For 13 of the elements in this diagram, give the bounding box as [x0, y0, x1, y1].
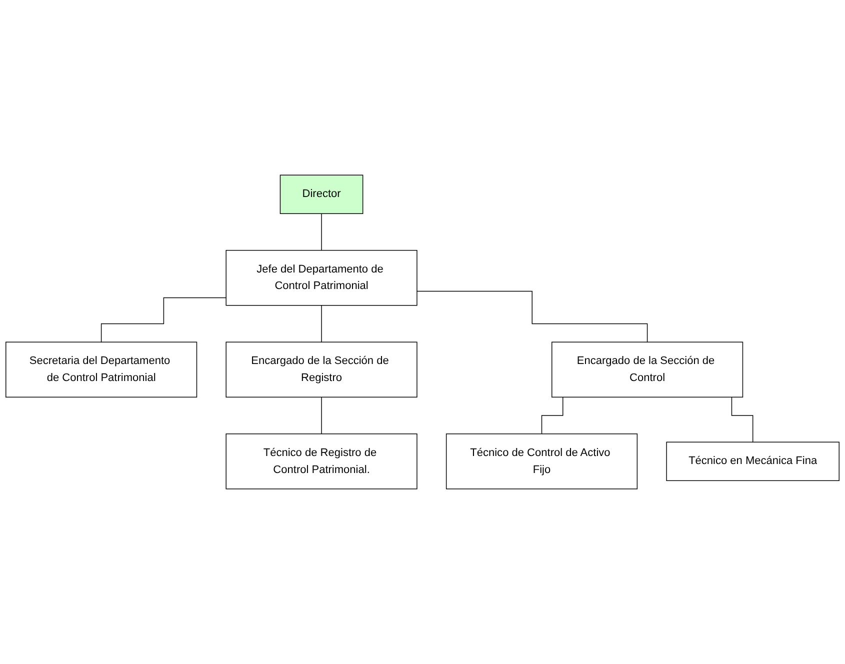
- node-box: Técnico de Registro de Control Patrimonial.: [226, 433, 418, 490]
- node-box: Director: [280, 174, 364, 214]
- node-box: Técnico en Mecánica Fina: [666, 442, 840, 482]
- connector: [416, 290, 648, 342]
- node-box: Técnico de Control de Activo Fijo: [446, 433, 638, 490]
- node-box: Encargado de la Sección de Registro: [226, 342, 418, 398]
- connector: [321, 305, 322, 342]
- connector: [321, 396, 322, 434]
- connector: [321, 213, 322, 251]
- node-box: Encargado de la Sección de Control: [552, 342, 744, 398]
- node-box: Jefe del Departamento de Control Patrimonial: [226, 250, 418, 306]
- node-box: Secretaria del Departamento de Control Patrimonial: [6, 342, 198, 398]
- connector: [100, 297, 226, 342]
